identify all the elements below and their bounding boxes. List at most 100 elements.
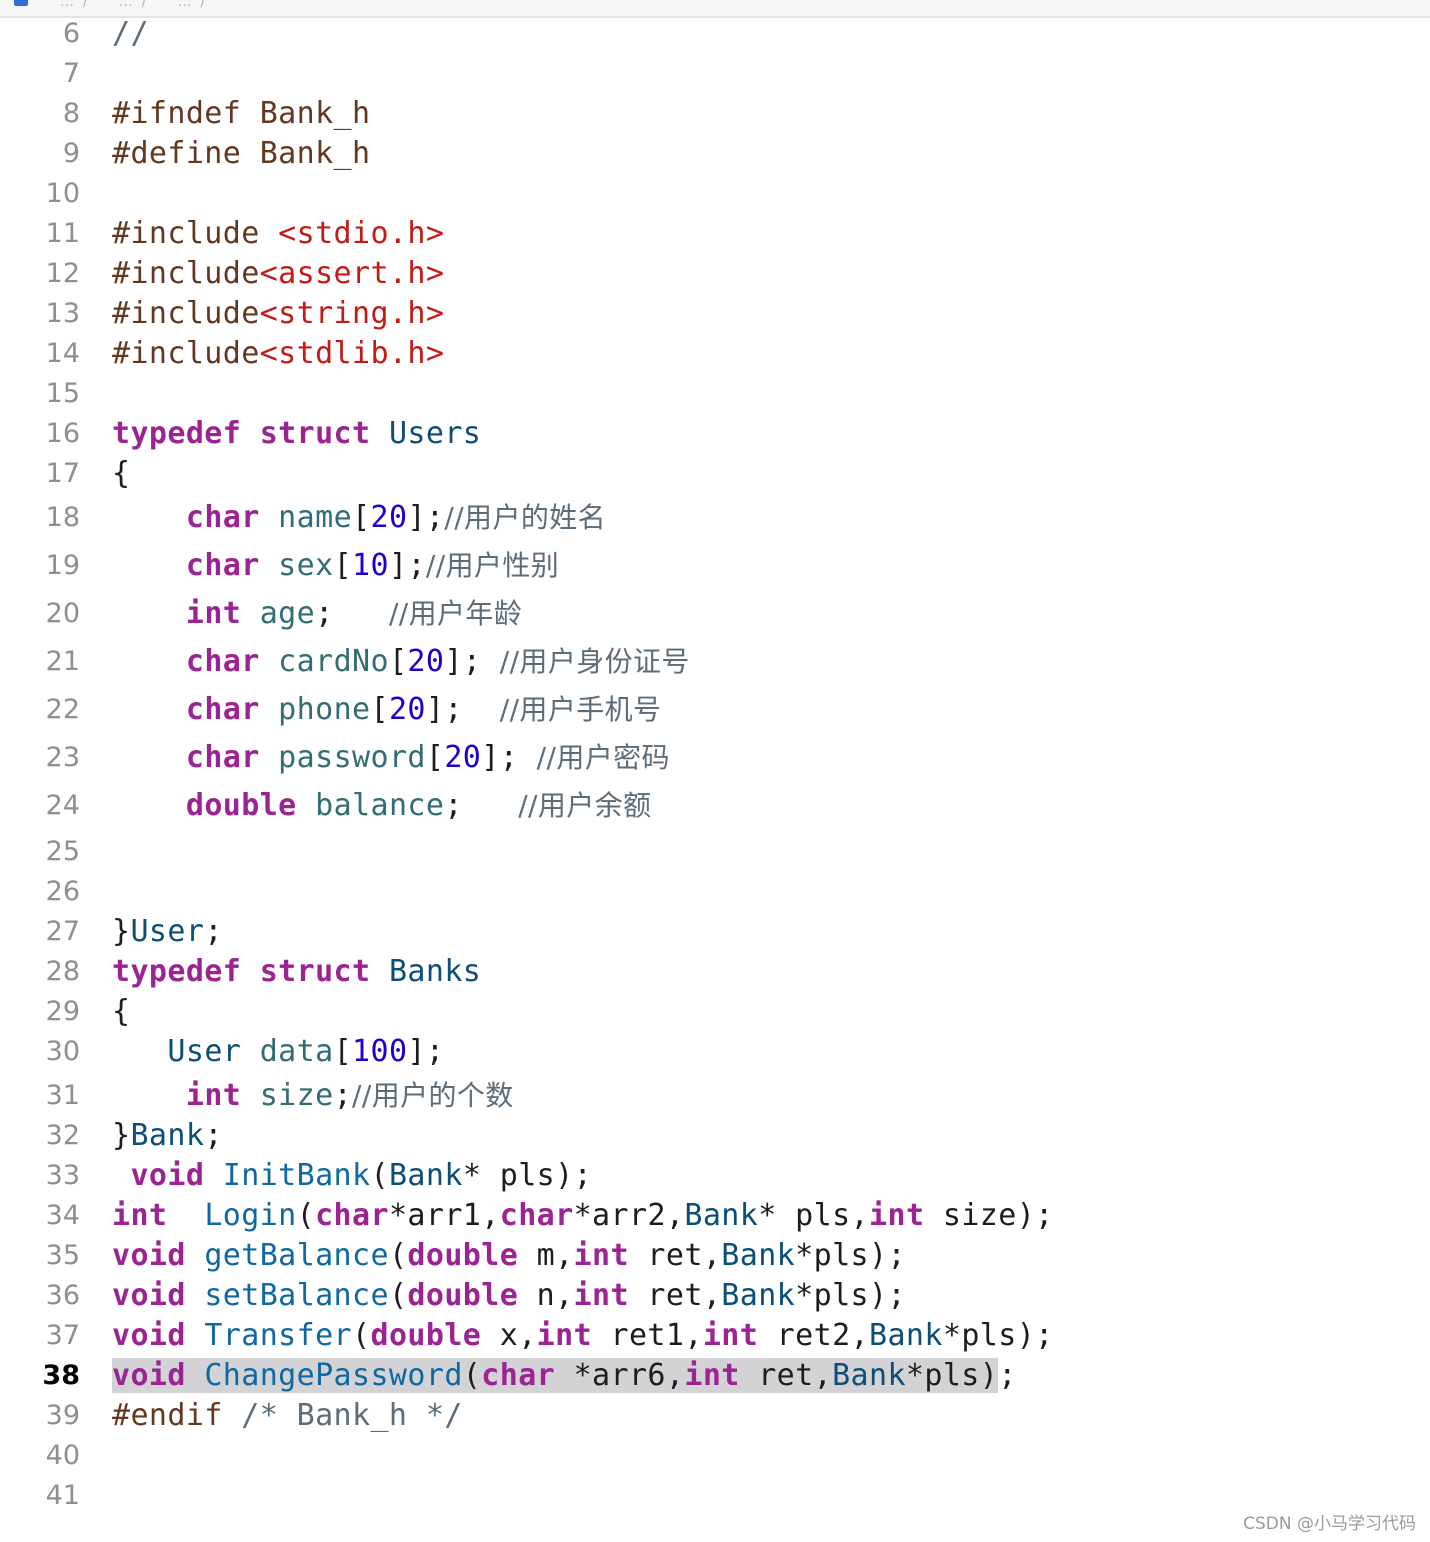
code-line[interactable]: 31 int size;//用户的个数	[0, 1076, 1430, 1116]
file-icon	[14, 0, 28, 6]
line-number: 29	[45, 996, 80, 1027]
line-number: 10	[45, 178, 80, 209]
line-number: 26	[45, 876, 80, 907]
code-line[interactable]: 39#endif /* Bank_h */	[0, 1396, 1430, 1436]
token-plain: (	[388, 1278, 408, 1313]
token-plain: *pls)	[905, 1358, 999, 1393]
token-plain: (	[352, 1318, 371, 1353]
code-line[interactable]: 20 int age; //用户年龄	[0, 594, 1430, 634]
code-line[interactable]: 33 void InitBank(Bank* pls);	[0, 1156, 1430, 1196]
token-kw: int	[185, 596, 242, 631]
token-kw: int	[573, 1278, 629, 1313]
line-number: 38	[42, 1360, 80, 1391]
line-number: 7	[62, 58, 80, 89]
code-line[interactable]: 32}Bank;	[0, 1116, 1430, 1156]
code-line[interactable]: 17{	[0, 454, 1430, 494]
token-plain	[112, 692, 186, 727]
line-number: 34	[45, 1200, 80, 1231]
token-id: password	[259, 740, 426, 775]
code-line[interactable]: 37 void Transfer(double x,int ret1,int re…	[0, 1316, 1430, 1356]
code-line[interactable]: 27}User;	[0, 912, 1430, 952]
token-plain: ];	[388, 548, 426, 583]
code-line[interactable]: 23 char password[20]; //用户密码	[0, 738, 1430, 778]
token-fn: ChangePassword	[185, 1358, 463, 1393]
code-line[interactable]: 18 char name[20];//用户的姓名	[0, 498, 1430, 538]
code-text: double balance; //用户余额	[112, 786, 651, 826]
line-number: 37	[45, 1320, 80, 1351]
code-line[interactable]: 6//	[0, 14, 1430, 54]
token-fn: InitBank	[204, 1158, 371, 1193]
code-text: int age; //用户年龄	[112, 594, 522, 634]
token-kw: struct	[259, 954, 371, 989]
code-line[interactable]: 22 char phone[20]; //用户手机号	[0, 690, 1430, 730]
highlighted-statement: void ChangePassword(char *arr6,int ret,B…	[112, 1358, 999, 1393]
line-number: 31	[45, 1080, 80, 1111]
code-text: void InitBank(Bank* pls);	[112, 1156, 592, 1196]
code-line[interactable]: 15	[0, 374, 1430, 414]
token-plain: [	[425, 740, 445, 775]
code-text: char cardNo[20]; //用户身份证号	[112, 642, 690, 682]
token-type: Bank	[869, 1318, 943, 1353]
token-comm: //	[112, 16, 149, 51]
token-plain: (	[462, 1358, 482, 1393]
code-line[interactable]: 29 {	[0, 992, 1430, 1032]
code-line[interactable]: 19 char sex[10];//用户性别	[0, 546, 1430, 586]
line-number: 23	[45, 742, 80, 773]
code-line[interactable]: 41	[0, 1476, 1430, 1516]
token-com: //用户性别	[425, 549, 560, 582]
line-number: 22	[45, 694, 80, 725]
code-line[interactable]: 21 char cardNo[20]; //用户身份证号	[0, 642, 1430, 682]
code-text: #include<stdlib.h>	[112, 334, 444, 374]
token-str: <stdio.h>	[278, 216, 445, 251]
token-type: Bank	[721, 1278, 796, 1313]
line-number: 9	[62, 138, 80, 169]
token-id: balance	[296, 788, 445, 823]
token-plain: m,	[518, 1238, 574, 1273]
token-pp: #include	[112, 296, 260, 331]
token-plain: ret1,	[592, 1318, 703, 1353]
line-number: 21	[45, 646, 80, 677]
code-line[interactable]: 9#define Bank_h	[0, 134, 1430, 174]
token-plain: size);	[924, 1198, 1054, 1233]
token-plain: *arr1,	[388, 1198, 500, 1233]
token-plain: *pls);	[795, 1238, 906, 1273]
line-number: 16	[45, 418, 80, 449]
code-text: void Transfer(double x,int ret1,int ret2…	[112, 1316, 1054, 1356]
token-kw: int	[536, 1318, 593, 1353]
line-number: 11	[45, 218, 80, 249]
code-text: //	[112, 14, 149, 54]
code-line[interactable]: 11#include <stdio.h>	[0, 214, 1430, 254]
code-line[interactable]: 13#include<string.h>	[0, 294, 1430, 334]
code-line[interactable]: 40	[0, 1436, 1430, 1476]
token-plain	[112, 1078, 186, 1113]
code-line[interactable]: 30 User data[100];	[0, 1032, 1430, 1072]
code-line[interactable]: 10	[0, 174, 1430, 214]
token-plain: * pls);	[462, 1158, 593, 1193]
line-number: 17	[45, 458, 80, 489]
code-line[interactable]: 14#include<stdlib.h>	[0, 334, 1430, 374]
breadcrumb[interactable]: … / … / … /	[60, 0, 206, 10]
token-com: //用户的姓名	[444, 501, 607, 534]
code-line[interactable]: 26	[0, 872, 1430, 912]
token-plain: ;	[315, 596, 389, 631]
code-line[interactable]: 7	[0, 54, 1430, 94]
token-kw: double	[407, 1238, 519, 1273]
code-line[interactable]: 8#ifndef Bank_h	[0, 94, 1430, 134]
token-com: //用户密码	[536, 741, 670, 774]
token-type: Bank	[684, 1198, 759, 1233]
token-plain: ];	[425, 692, 500, 727]
code-text: {	[112, 992, 130, 1032]
code-line[interactable]: 12#include<assert.h>	[0, 254, 1430, 294]
token-kw: char	[185, 548, 260, 583]
token-plain: ];	[407, 1034, 445, 1069]
code-line[interactable]: 25	[0, 832, 1430, 872]
code-line[interactable]: 38 void ChangePassword(char *arr6,int ret…	[0, 1356, 1430, 1396]
token-id: sex	[259, 548, 334, 583]
code-line[interactable]: 24 double balance; //用户余额	[0, 786, 1430, 826]
token-plain: [	[333, 548, 353, 583]
